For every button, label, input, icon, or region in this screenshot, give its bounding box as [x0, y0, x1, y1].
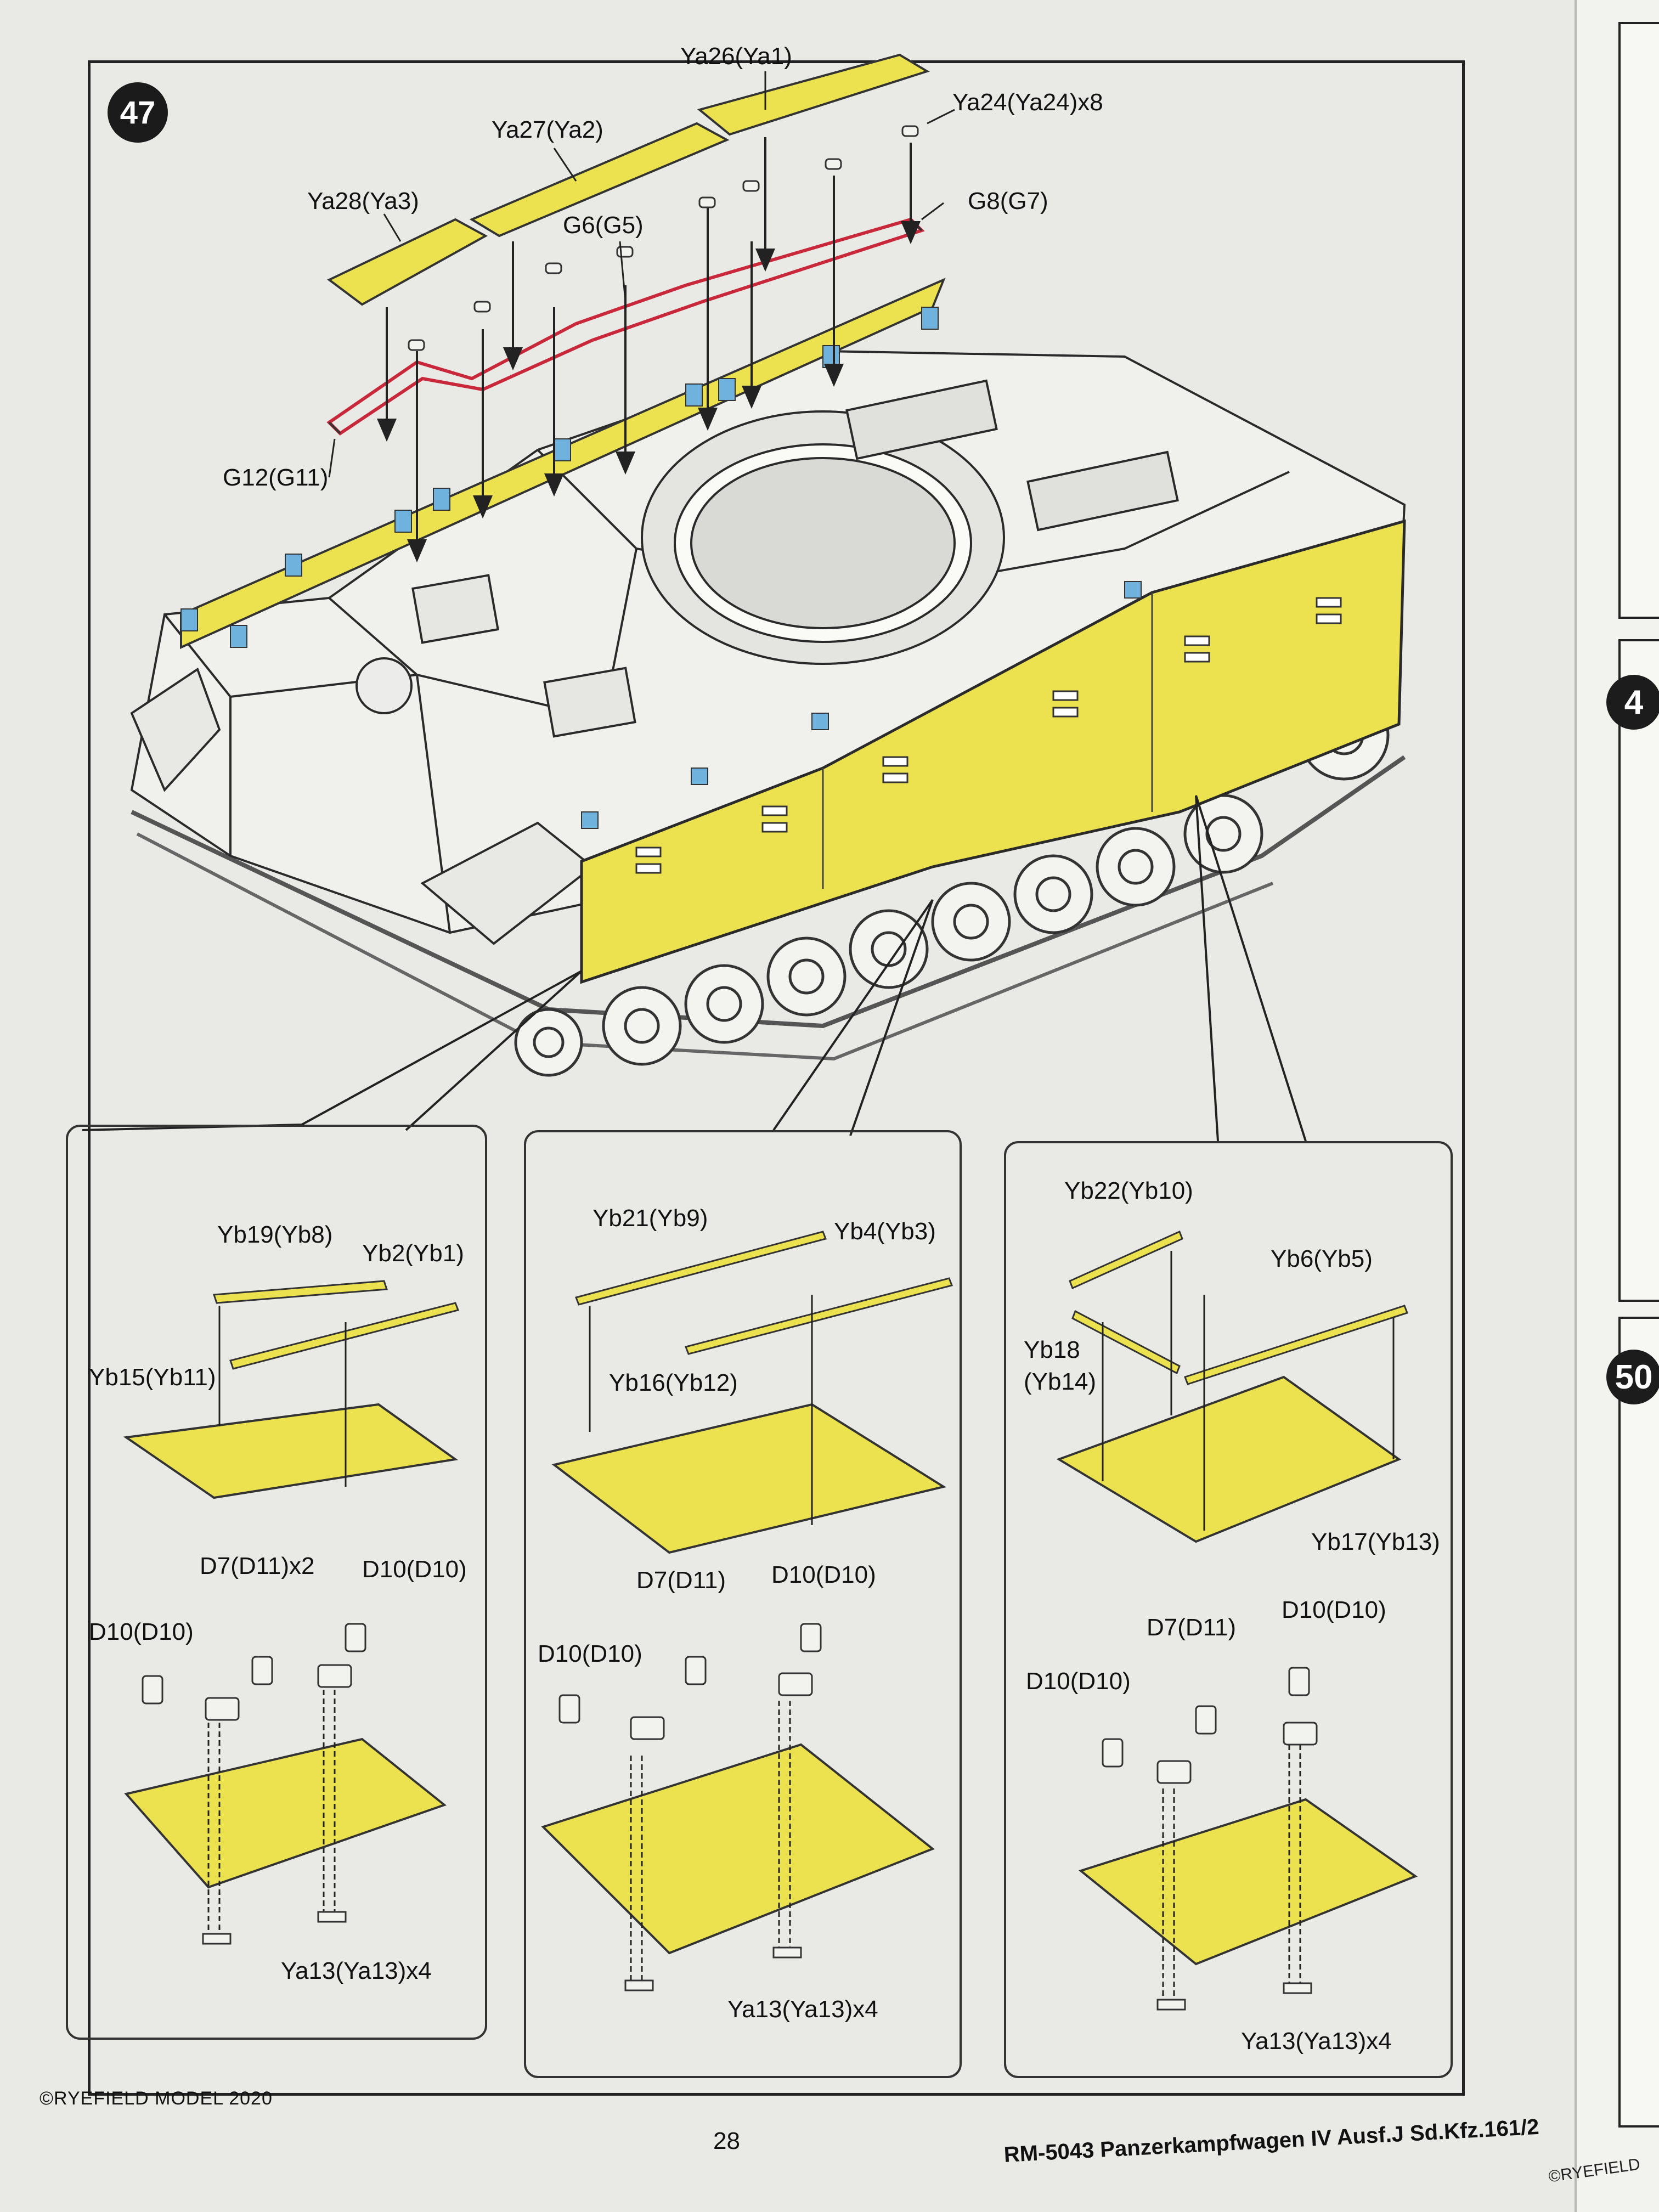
next-page-step-box-lower [1618, 1317, 1659, 2128]
page-number: 28 [713, 2128, 740, 2154]
detail-panel-right [1004, 1141, 1453, 2078]
p3-label-plate: Yb17(Yb13) [1311, 1528, 1440, 1555]
detail-panel-center [524, 1130, 962, 2078]
p3-label-strip-a: Yb22(Yb10) [1064, 1177, 1193, 1204]
p1-label-strip-a: Yb19(Yb8) [217, 1221, 333, 1248]
next-page-step-box-upper [1618, 22, 1659, 619]
p1-label-strip-b: Yb2(Yb1) [362, 1240, 464, 1267]
p2-label-plate: Yb16(Yb12) [609, 1369, 738, 1396]
label-g12: G12(G11) [223, 464, 329, 491]
panel-3-diagram [1056, 1230, 1418, 2011]
p1-label-plate: Yb15(Yb11) [89, 1364, 216, 1391]
panel-1-diagram [123, 1280, 460, 1945]
p2-label-d10-left: D10(D10) [538, 1640, 642, 1667]
p1-label-d10-right: D10(D10) [362, 1556, 467, 1583]
p2-label-ya13: Ya13(Ya13)x4 [727, 1996, 878, 2023]
p3-label-strip-b: Yb6(Yb5) [1271, 1245, 1373, 1272]
p1-label-d7: D7(D11)x2 [200, 1553, 315, 1579]
label-g8: G8(G7) [968, 188, 1048, 215]
main-side-skirt [580, 519, 1406, 984]
p1-label-ya13: Ya13(Ya13)x4 [281, 1957, 432, 1984]
panel-2-diagram [541, 1231, 953, 1991]
copyright: ©RYEFIELD MODEL 2020 [40, 2088, 273, 2109]
label-ya26: Ya26(Ya1) [680, 43, 792, 70]
label-g6: G6(G5) [563, 212, 644, 239]
p3-label-small-1: Yb18 [1024, 1336, 1080, 1363]
step-number-badge: 47 [108, 82, 168, 143]
p3-label-ya13: Ya13(Ya13)x4 [1241, 2028, 1392, 2055]
p3-label-d10-left: D10(D10) [1026, 1668, 1131, 1695]
label-ya28: Ya28(Ya3) [307, 188, 419, 215]
p3-label-d10-right: D10(D10) [1282, 1596, 1386, 1623]
p2-label-d10-right: D10(D10) [771, 1561, 876, 1588]
p2-label-strip-a: Yb21(Yb9) [592, 1205, 708, 1232]
p1-label-d10-left: D10(D10) [89, 1618, 194, 1645]
p3-label-d7: D7(D11) [1147, 1614, 1237, 1641]
next-step-number-partial: 4 [1606, 675, 1659, 730]
next-page-step-box-middle [1618, 639, 1659, 1302]
step-frame [88, 60, 1465, 2096]
p2-label-strip-b: Yb4(Yb3) [834, 1218, 936, 1245]
hull-illustration [130, 278, 1406, 1077]
label-ya24: Ya24(Ya24)x8 [952, 89, 1103, 116]
label-ya27: Ya27(Ya2) [492, 116, 603, 143]
detail-panel-left [66, 1125, 487, 2040]
p3-label-small-2: (Yb14) [1024, 1368, 1097, 1395]
next-step-number: 50 [1606, 1350, 1659, 1404]
top-exploded-parts [82, 53, 1307, 1142]
p2-label-d7: D7(D11) [636, 1567, 726, 1594]
